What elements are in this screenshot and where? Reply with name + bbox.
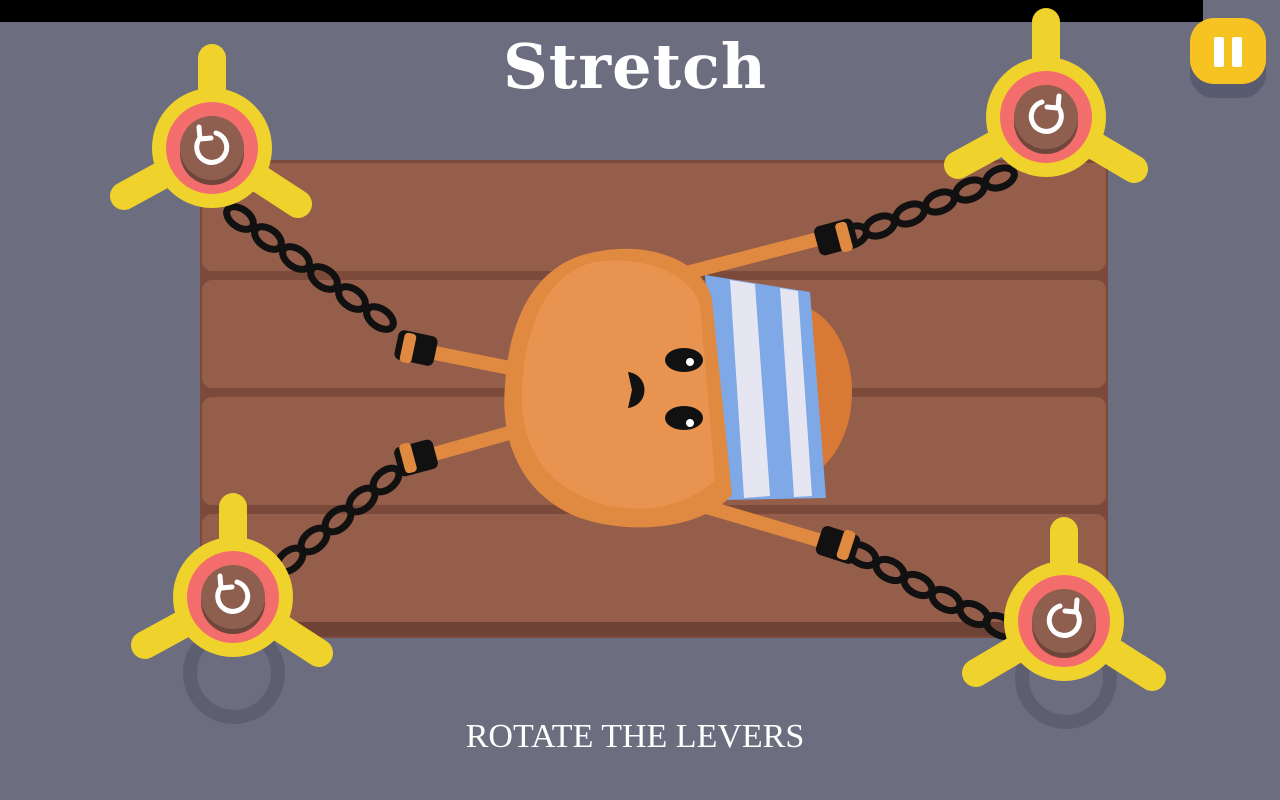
character-mouth xyxy=(628,372,645,408)
instruction-text: ROTATE THE LEVERS xyxy=(465,718,805,755)
chain-top-left xyxy=(223,203,397,333)
character-eye-lower xyxy=(665,406,703,430)
character-eye-upper xyxy=(665,348,703,372)
lever-bottom-left[interactable] xyxy=(131,493,333,667)
lever-bottom-right[interactable] xyxy=(962,517,1166,691)
character-shirt xyxy=(705,275,826,500)
rotate-clockwise-icon xyxy=(1046,597,1082,638)
pause-button[interactable] xyxy=(1190,18,1266,84)
game-title: Stretch xyxy=(503,30,767,103)
top-status-bar xyxy=(0,0,1203,22)
lever-top-right[interactable] xyxy=(944,8,1148,183)
character xyxy=(394,218,861,564)
character-limbs xyxy=(413,229,842,552)
rotate-counterclockwise-icon xyxy=(215,573,251,614)
character-cuffs xyxy=(394,218,861,564)
character-face xyxy=(628,348,703,430)
rotate-clockwise-icon xyxy=(1028,93,1064,134)
lever-top-left[interactable] xyxy=(110,44,312,218)
rotate-counterclockwise-icon xyxy=(194,124,230,165)
chain-bottom-left xyxy=(273,464,403,576)
